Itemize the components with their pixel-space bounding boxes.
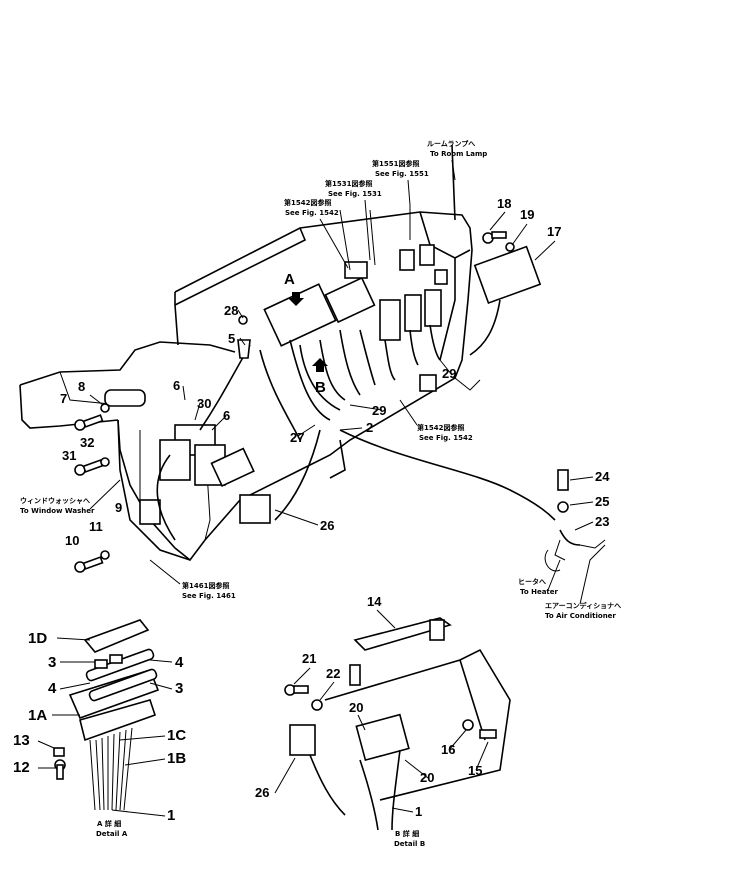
callout-31: 31 — [62, 448, 76, 463]
note-fig1531-en: See Fig. 1531 — [328, 190, 382, 198]
note-aircon-jp: エアーコンディショナへ — [545, 601, 621, 610]
callout-12: 12 — [13, 759, 30, 776]
callout-2: 2 — [366, 420, 373, 435]
callout-26-main: 26 — [320, 518, 334, 533]
callout-1-detail-b: 1 — [415, 804, 422, 819]
callout-13: 13 — [13, 732, 30, 749]
callout-1b: 1B — [167, 750, 186, 767]
note-fig1531-jp: 第1531図参照 — [325, 179, 372, 188]
note-fig1542-top-en: See Fig. 1542 — [285, 209, 339, 217]
detail-b-caption-en: Detail B — [394, 840, 425, 848]
callout-14: 14 — [367, 594, 382, 609]
note-fig1461-en: See Fig. 1461 — [182, 592, 236, 600]
callout-6-right: 6 — [223, 408, 230, 423]
callout-21: 21 — [302, 651, 316, 666]
detail-b-caption-jp: B 詳 細 — [395, 829, 419, 838]
callout-32: 32 — [80, 435, 94, 450]
callout-25: 25 — [595, 494, 609, 509]
callout-28: 28 — [224, 303, 238, 318]
callout-1d: 1D — [28, 630, 47, 647]
callout-29-right: 29 — [442, 366, 456, 381]
callout-8: 8 — [78, 379, 85, 394]
detail-b — [284, 617, 511, 831]
detail-arrow-b: B — [312, 358, 328, 396]
callout-20-left: 20 — [349, 700, 363, 715]
callout-27: 27 — [290, 430, 304, 445]
note-fig1551-en: See Fig. 1551 — [375, 170, 429, 178]
letter-a: A — [284, 271, 295, 288]
note-washer-jp: ウィンドウォッシャへ — [20, 496, 90, 505]
callout-16: 16 — [441, 742, 455, 757]
callout-3-left: 3 — [48, 654, 56, 671]
callout-4-right: 4 — [175, 654, 184, 671]
note-fig1542-right-en: See Fig. 1542 — [419, 434, 473, 442]
callout-24: 24 — [595, 469, 610, 484]
detail-a — [53, 619, 160, 811]
callout-19: 19 — [520, 207, 534, 222]
note-aircon-en: To Air Conditioner — [545, 612, 616, 620]
detail-a-caption-jp: A 詳 細 — [97, 819, 121, 828]
callout-11: 11 — [89, 519, 103, 534]
notes: ルームランプへ To Room Lamp 第1551図参照 See Fig. 1… — [20, 139, 621, 848]
note-fig1542-top-jp: 第1542図参照 — [284, 198, 331, 207]
callout-7: 7 — [60, 391, 67, 406]
relay-cluster — [104, 244, 542, 525]
callout-15: 15 — [468, 763, 482, 778]
callout-5: 5 — [228, 331, 235, 346]
note-room-lamp-en: To Room Lamp — [430, 150, 487, 158]
detail-arrow-a: A — [284, 271, 304, 306]
callout-23: 23 — [595, 514, 609, 529]
callout-3-right: 3 — [175, 680, 183, 697]
leader-lines — [37, 211, 594, 817]
note-fig1542-right-jp: 第1542図参照 — [417, 423, 464, 432]
callout-6-top: 6 — [173, 378, 180, 393]
callout-18: 18 — [497, 196, 511, 211]
note-fig1551-jp: 第1551図参照 — [372, 159, 419, 168]
callout-17: 17 — [547, 224, 561, 239]
callout-1c: 1C — [167, 727, 186, 744]
note-heater-jp: ヒータへ — [518, 577, 546, 586]
callout-4-left: 4 — [48, 680, 57, 697]
detail-a-caption-en: Detail A — [96, 830, 128, 838]
callout-22: 22 — [326, 666, 340, 681]
callout-labels: 29 29 27 2 28 5 6 6 30 8 7 32 31 9 11 10… — [13, 196, 610, 824]
callout-29-center: 29 — [372, 403, 386, 418]
note-fig1461-jp: 第1461図参照 — [182, 581, 229, 590]
callout-10: 10 — [65, 533, 79, 548]
callout-1a: 1A — [28, 707, 47, 724]
callout-1-detail-a: 1 — [167, 807, 175, 824]
callout-9: 9 — [115, 500, 122, 515]
callout-26-detail-b: 26 — [255, 785, 269, 800]
wire-harness — [156, 144, 606, 572]
note-washer-en: To Window Washer — [20, 507, 95, 515]
letter-b: B — [315, 379, 326, 396]
note-heater-en: To Heater — [520, 588, 559, 596]
note-room-lamp-jp: ルームランプへ — [427, 139, 475, 148]
note-leaders — [89, 159, 606, 605]
callout-30: 30 — [197, 396, 211, 411]
